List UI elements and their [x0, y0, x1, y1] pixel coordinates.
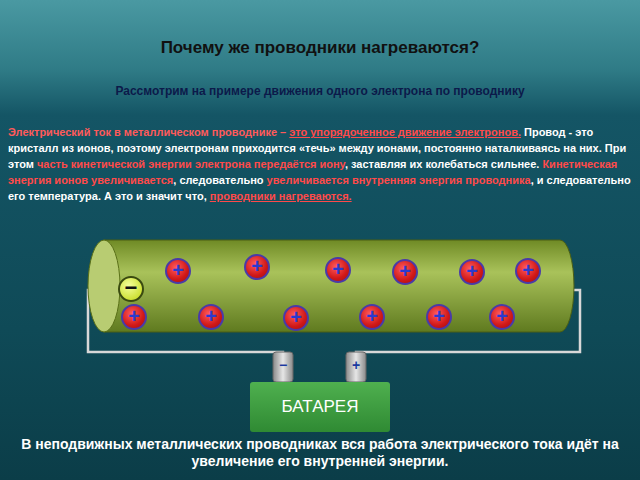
paragraph-text: увеличивается внутренняя энергия проводн…: [267, 174, 531, 186]
ion: +: [325, 257, 351, 283]
ion: +: [121, 304, 147, 330]
ion: +: [392, 259, 418, 285]
battery-box: БАТАРЕЯ: [250, 382, 390, 432]
terminal-sign: +: [348, 357, 364, 373]
node-text: +: [496, 306, 508, 326]
ion: +: [244, 254, 270, 280]
paragraph-text: это упорядоченное движение электронов.: [289, 126, 521, 138]
ion: +: [489, 304, 515, 330]
node-text: +: [290, 307, 302, 327]
node-text: +: [128, 306, 140, 326]
conductor-cylinder: [88, 240, 574, 332]
ion: +: [198, 304, 224, 330]
ion: +: [283, 305, 309, 331]
node-text: +: [205, 306, 217, 326]
slide-caption: В неподвижных металлических проводниках …: [20, 436, 620, 470]
ion: +: [515, 258, 541, 284]
slide-title: Почему же проводники нагреваются?: [0, 38, 640, 58]
node-text: +: [399, 261, 411, 281]
node-text: +: [251, 256, 263, 276]
node-text: −: [125, 277, 138, 299]
ion: +: [459, 259, 485, 285]
node-text: +: [366, 306, 378, 326]
ion: +: [426, 304, 452, 330]
electron: −: [118, 276, 144, 302]
paragraph-text: часть кинетической энергии электрона пер…: [37, 158, 345, 170]
paragraph-text: , заставляя их колебаться сильнее.: [345, 158, 539, 170]
node-text: +: [466, 261, 478, 281]
node-text: +: [433, 306, 445, 326]
paragraph-text: Электрический ток в металлическом провод…: [8, 126, 286, 138]
explanation-paragraph: Электрический ток в металлическом провод…: [8, 124, 632, 204]
battery-terminal: [273, 352, 366, 382]
node-text: +: [172, 260, 184, 280]
node-text: БАТАРЕЯ: [282, 397, 359, 417]
node-text: +: [332, 259, 344, 279]
paragraph-text: проводники нагреваются.: [210, 190, 352, 202]
slide-subtitle: Рассмотрим на примере движения одного эл…: [10, 84, 630, 98]
ion: +: [165, 258, 191, 284]
node-text: +: [522, 260, 534, 280]
terminal-sign: −: [275, 357, 291, 373]
paragraph-text: , следовательно: [173, 174, 263, 186]
ion: +: [359, 304, 385, 330]
